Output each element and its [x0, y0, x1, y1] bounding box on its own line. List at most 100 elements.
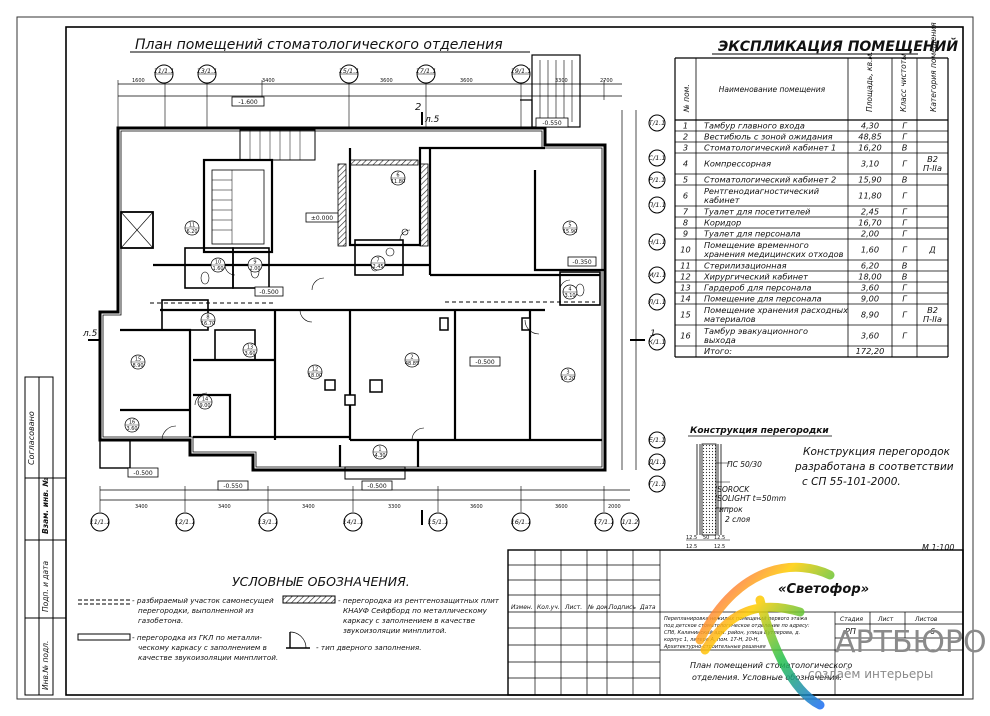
stage-label: Стадия [840, 616, 863, 623]
artburo-logo: АРТБЮРО создаём интерьеры [695, 562, 987, 710]
svg-text:-0.500: -0.500 [259, 289, 279, 296]
logo-subtitle: создаём интерьеры [808, 667, 933, 681]
svg-text:9.00: 9.00 [199, 403, 210, 409]
svg-text:3600: 3600 [380, 78, 393, 84]
table-cell-name: Помещение хранения расходных [704, 305, 848, 315]
table-cell-number: 15 [680, 310, 690, 320]
table-cell-class: Г [902, 218, 908, 228]
svg-text:Л/1.1: Л/1.1 [647, 298, 665, 306]
svg-text:8.90: 8.90 [132, 363, 143, 369]
sheet-label: Лист [877, 616, 894, 623]
svg-text:3.60: 3.60 [126, 426, 137, 432]
svg-text:50: 50 [703, 535, 709, 541]
table-cell-area: 6,20 [861, 261, 879, 271]
svg-text:-0.350: -0.350 [572, 259, 592, 266]
svg-text:Подпись: Подпись [609, 604, 636, 611]
table-cell-name: Тамбур главного входа [704, 121, 805, 131]
table-cell-area: 4,30 [861, 121, 879, 131]
table-cell-class: Г [902, 245, 908, 255]
svg-text:12.5: 12.5 [686, 535, 697, 541]
table-cell-class: Г [902, 283, 908, 293]
svg-text:15.90: 15.90 [563, 229, 577, 235]
project-line-3: СПб, Калининский адм. район, улица Бутле… [664, 630, 800, 636]
table-cell-number: 13 [680, 283, 690, 293]
svg-text:Е/1.1: Е/1.1 [649, 436, 666, 444]
plan-dimensions: 1600 3400 3600 3600 3300 2700 3400 3400 … [132, 78, 621, 510]
legend-item3-line1: - перегородка из рентгенозащитных плит [338, 596, 500, 605]
title-block [507, 549, 964, 696]
level-markers: -1.600 -0.550 ±0.000 -0.350 -0.500 -0.50… [127, 96, 597, 491]
table-cell-number: 8 [683, 218, 688, 228]
table-cell-number: 9 [683, 229, 688, 239]
plan-title: План помещений стоматологического отделе… [135, 37, 503, 53]
table-total-label: Итого: [704, 346, 732, 356]
table-cell-area: 15,90 [858, 175, 881, 185]
axis-markers-bottom: 11/1.1 12/1.1 13/1.1 14/1.1 15/1.1 16/1.… [90, 512, 640, 532]
svg-text:-0.550: -0.550 [223, 483, 243, 490]
partition-label-isolight: ISOLIGHT t=50mm [715, 494, 786, 503]
door-symbol-icon [286, 631, 310, 649]
explication-table: ЭКСПЛИКАЦИЯ ПОМЕЩЕНИЙ № пом.Наименование… [674, 22, 958, 358]
svg-text:6: 6 [396, 173, 399, 179]
table-header-class: Класс чистоты [899, 54, 908, 112]
svg-text:3400: 3400 [262, 78, 275, 84]
table-cell-number: 16 [680, 331, 690, 341]
svg-text:Лист.: Лист. [564, 604, 582, 611]
svg-text:7: 7 [376, 258, 379, 264]
svg-text:48.85: 48.85 [405, 361, 419, 367]
svg-text:14: 14 [202, 397, 208, 403]
svg-text:3600: 3600 [470, 504, 483, 510]
legend-item4: - тип дверного заполнения. [316, 643, 421, 652]
project-line-2: под детское стоматологическое отделение … [664, 623, 810, 629]
partition-label-ps: ПС 50/30 [727, 460, 762, 469]
table-cell-name: материалов [704, 314, 756, 324]
table-cell-name: Стерилизационная [704, 261, 787, 271]
table-cell-number: 2 [683, 132, 688, 142]
table-cell-class: В [902, 143, 908, 153]
table-cell-class: В [902, 175, 908, 185]
svg-text:3600: 3600 [460, 78, 473, 84]
table-cell-name: Туалет для персонала [704, 229, 801, 239]
table-cell-area: 3,60 [861, 283, 879, 293]
svg-text:2000: 2000 [608, 504, 621, 510]
project-line-5: Архитектурно-строительные решения [663, 644, 766, 650]
table-cell-category: П-IIа [923, 163, 942, 173]
table-cell-area: 3,10 [861, 159, 879, 169]
table-cell-class: Г [902, 159, 908, 169]
table-cell-name: Коридор [704, 218, 741, 228]
axis-markers-right: Т/1.1 С/1.1 Р/1.1 П/1.1 Н/1.1 М/1.1 Л/1.… [647, 114, 666, 493]
legend-item1-line2: перегородки, выполненной из [138, 606, 254, 615]
table-cell-area: 3,60 [861, 331, 879, 341]
table-cell-name: Гардероб для персонала [704, 283, 811, 293]
table-cell-class: Г [902, 191, 908, 201]
table-cell-name: хранения медицинских отходов [703, 249, 844, 259]
table-header-area: Площадь, кв.м. [865, 52, 874, 112]
table-cell-name: Тамбур эвакуационного [704, 326, 808, 336]
svg-text:11: 11 [189, 223, 195, 229]
sheets-label: Листов [914, 616, 938, 623]
table-cell-class: Г [902, 132, 908, 142]
table-cell-name: Вестибюль с зоной ожидания [704, 132, 833, 142]
partition-note-3: с СП 55-101-2000. [802, 476, 901, 488]
legend-item3-line4: звукоизоляции минплитой. [343, 626, 447, 635]
partition-label-gyproc: гипрок [715, 505, 743, 514]
svg-text:П/1.1: П/1.1 [648, 201, 665, 209]
cut-number-top: 2 [415, 102, 421, 113]
svg-text:2700: 2700 [600, 78, 613, 84]
outer-frame [16, 16, 974, 700]
svg-text:3600: 3600 [555, 504, 568, 510]
svg-text:Н/1.1: Н/1.1 [648, 238, 665, 246]
cut-sheet-left: л.5 [82, 329, 98, 339]
svg-text:4.30: 4.30 [374, 453, 385, 459]
svg-text:13/1.1: 13/1.1 [258, 518, 279, 526]
table-total-value: 172,20 [856, 346, 885, 356]
table-cell-area: 16,70 [858, 218, 881, 228]
table-cell-name: Рентгенодиагностический [704, 186, 820, 196]
sheets-value: 6 [930, 627, 935, 636]
svg-text:-0.550: -0.550 [542, 120, 562, 127]
svg-text:1600: 1600 [132, 78, 145, 84]
svg-text:17/1.1: 17/1.1 [594, 518, 615, 526]
svg-text:3400: 3400 [218, 504, 231, 510]
scale-label: М 1:100 [922, 543, 955, 552]
table-cell-category: П-IIа [923, 314, 942, 324]
